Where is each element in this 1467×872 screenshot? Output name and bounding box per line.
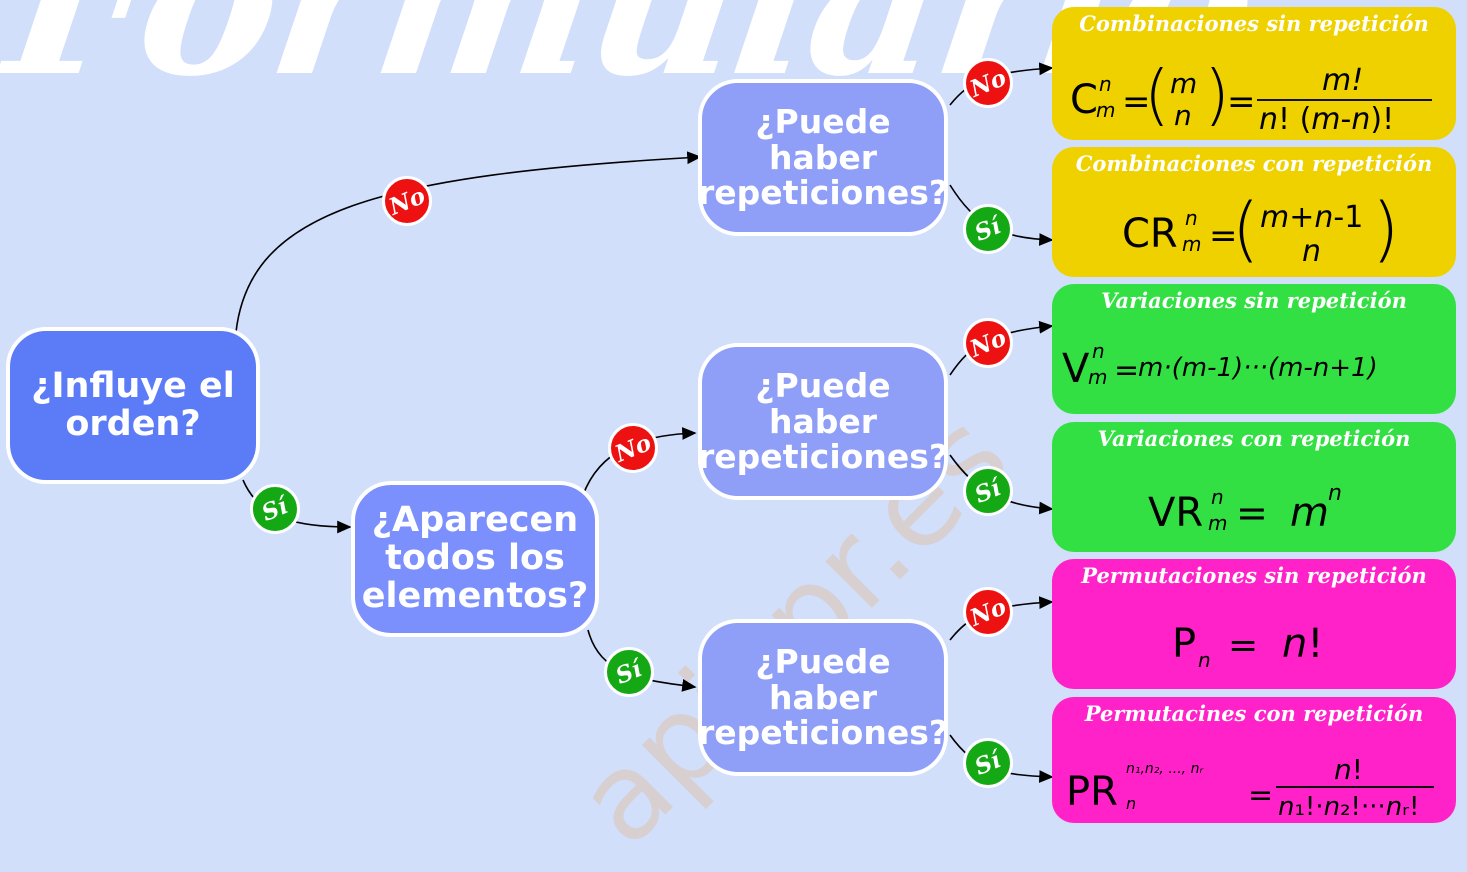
question-repetitions-bottom: ¿Puede haber repeticiones? (698, 619, 948, 776)
no-badge: No (963, 587, 1013, 637)
svg-text:n: n (1328, 481, 1342, 506)
result-title: Combinaciones sin repetición (1079, 11, 1429, 36)
svg-text:n: n (1198, 648, 1211, 672)
svg-text:): ) (1372, 189, 1399, 270)
question-repetitions-mid: ¿Puede haber repeticiones? (698, 343, 948, 500)
svg-text:=: = (1236, 491, 1268, 535)
result-title: Variaciones sin repetición (1101, 288, 1407, 313)
formula-image: PR n₁,n₂, ..., nᵣ n = n! n₁!·n₂!···nᵣ! (1052, 739, 1456, 822)
question-repetitions-bottom-text: ¿Puede haber repeticiones? (698, 642, 948, 753)
no-badge: No (608, 423, 658, 473)
result-variations-with-repetition: Variaciones con repetición VR n m = m n (1052, 422, 1456, 552)
result-title: Permutacines con repetición (1084, 701, 1424, 726)
svg-text:m: m (1182, 232, 1201, 256)
question-order-influence-text: ¿Influye el orden? (31, 365, 235, 444)
formula-image: VR n m = m n (1052, 470, 1456, 548)
svg-text:=: = (1228, 625, 1258, 666)
question-all-elements: ¿Aparecen todos los elementos? (351, 481, 599, 637)
svg-text:m+n-1: m+n-1 (1260, 200, 1363, 235)
question-order-influence: ¿Influye el orden? (6, 327, 260, 484)
svg-text:n: n (1211, 485, 1224, 509)
svg-text:(: ( (1232, 189, 1259, 270)
svg-text:n: n (1092, 339, 1105, 363)
svg-text:(: ( (1144, 56, 1170, 133)
question-repetitions-mid-text: ¿Puede haber repeticiones? (698, 366, 948, 477)
svg-text:P: P (1172, 621, 1196, 667)
svg-text:m: m (1088, 365, 1107, 389)
svg-text:m!: m! (1322, 63, 1363, 98)
svg-text:n: n (1126, 794, 1136, 813)
formula-image: C n m = ( m n ) = m! n! (m-n)! (1052, 55, 1456, 137)
svg-text:n₁!·n₂!···nᵣ!: n₁!·n₂!···nᵣ! (1278, 792, 1419, 821)
svg-text:m: m (1290, 490, 1329, 536)
result-variations-without-repetition: Variaciones sin repetición V n m = m·(m-… (1052, 284, 1456, 414)
si-badge: Sí (963, 204, 1013, 254)
si-badge: Sí (250, 484, 300, 534)
formula-image: V n m = m·(m-1)···(m-n+1) (1052, 332, 1456, 410)
link-root-no (235, 151, 702, 333)
svg-text:PR: PR (1066, 769, 1118, 815)
result-title: Permutaciones sin repetición (1081, 563, 1427, 588)
si-badge: Sí (963, 466, 1013, 516)
formula-image: P n = n! (1052, 607, 1456, 685)
svg-text:n!: n! (1334, 753, 1363, 786)
svg-text:m·(m-1)···(m-n+1): m·(m-1)···(m-n+1) (1138, 353, 1378, 383)
svg-text:=: = (1114, 353, 1139, 388)
svg-text:=: = (1227, 82, 1256, 122)
result-permutations-with-repetition: Permutacines con repetición PR n₁,n₂, ..… (1052, 697, 1456, 823)
formula-image: CR n m = ( m+n-1 n ) (1052, 188, 1456, 275)
svg-text:V: V (1062, 346, 1090, 392)
no-badge: No (382, 176, 432, 226)
svg-text:n! (m-n)!: n! (m-n)! (1259, 102, 1394, 135)
svg-text:n: n (1185, 206, 1198, 230)
question-repetitions-top-text: ¿Puede haber repeticiones? (698, 102, 948, 213)
svg-text:n₁,n₂, ..., nᵣ: n₁,n₂, ..., nᵣ (1126, 761, 1204, 777)
result-combinations-without-repetition: Combinaciones sin repetición C n m = ( m… (1052, 7, 1456, 140)
svg-text:=: = (1122, 82, 1151, 122)
svg-text:VR: VR (1148, 490, 1203, 536)
svg-text:=: = (1209, 216, 1238, 256)
svg-text:n: n (1174, 99, 1192, 132)
svg-text:CR: CR (1122, 211, 1178, 257)
svg-text:=: = (1248, 778, 1273, 813)
no-badge: No (963, 318, 1013, 368)
question-repetitions-top: ¿Puede haber repeticiones? (698, 79, 948, 236)
result-title: Combinaciones con repetición (1075, 151, 1433, 176)
svg-text:m: m (1096, 98, 1115, 122)
svg-text:n!: n! (1282, 621, 1323, 667)
result-title: Variaciones con repetición (1097, 426, 1411, 451)
si-badge: Sí (604, 647, 654, 697)
svg-text:m: m (1208, 511, 1227, 535)
svg-text:n: n (1302, 234, 1321, 269)
svg-text:C: C (1070, 77, 1098, 123)
no-badge: No (963, 58, 1013, 108)
result-permutations-without-repetition: Permutaciones sin repetición P n = n! (1052, 559, 1456, 689)
question-all-elements-text: ¿Aparecen todos los elementos? (361, 500, 589, 616)
si-badge: Sí (963, 738, 1013, 788)
result-combinations-with-repetition: Combinaciones con repetición CR n m = ( … (1052, 147, 1456, 277)
svg-text:): ) (1204, 56, 1230, 133)
svg-text:n: n (1099, 72, 1112, 96)
svg-text:m: m (1170, 67, 1197, 100)
